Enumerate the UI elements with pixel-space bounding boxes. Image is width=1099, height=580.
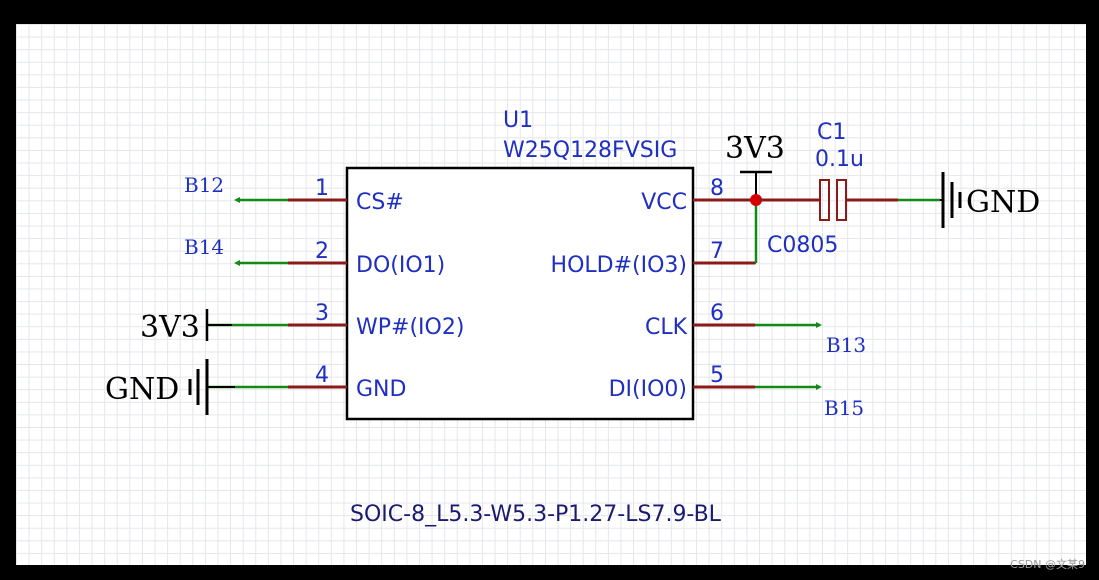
arrow-b12 [234,197,240,203]
part-number: W25Q128FVSIG [503,138,677,163]
designator-u1: U1 [503,108,533,133]
pin-name-wp: WP#(IO2) [356,315,464,340]
pin-name-hold: HOLD#(IO3) [551,253,687,278]
pin-num-2: 2 [315,239,329,264]
power-label-top: 3V3 [725,131,785,166]
pin-name-di: DI(IO0) [609,377,687,402]
footprint-label: SOIC-8_L5.3-W5.3-P1.27-LS7.9-BL [350,502,722,527]
watermark: CSDN @文某9 [1010,558,1085,571]
ic-body[interactable] [345,166,695,421]
power-label-left: 3V3 [140,310,200,345]
cap-footprint: C0805 [767,233,838,258]
pin-name-cs: CS# [356,190,404,215]
pin-name-vcc: VCC [641,190,687,215]
pin-name-do: DO(IO1) [356,253,445,278]
pin-num-1: 1 [315,176,329,201]
pin-num-7: 7 [710,239,724,264]
pin-num-5: 5 [710,363,724,388]
arrow-b13 [816,322,822,328]
pin-name-gnd: GND [356,377,406,402]
pin-num-8: 8 [710,176,724,201]
pin-name-clk: CLK [645,315,688,340]
cap-designator: C1 [817,120,846,145]
net-label-b12: B12 [184,173,224,197]
junction-dot [750,194,762,206]
net-label-b15: B15 [824,396,864,420]
top-frame [0,0,1099,24]
cap-value: 0.1u [815,147,864,172]
net-label-b13: B13 [826,333,866,357]
pin-num-4: 4 [315,363,329,388]
cap-plate-right[interactable] [836,179,847,221]
arrow-b14 [234,260,240,266]
pin-num-6: 6 [710,301,724,326]
cap-plate-left[interactable] [819,179,830,221]
net-label-b14: B14 [184,235,224,259]
gnd-label-right: GND [966,185,1040,220]
bottom-frame [0,565,1099,580]
arrow-b15 [816,384,822,390]
pin-num-3: 3 [315,301,329,326]
gnd-label-left: GND [105,372,179,407]
